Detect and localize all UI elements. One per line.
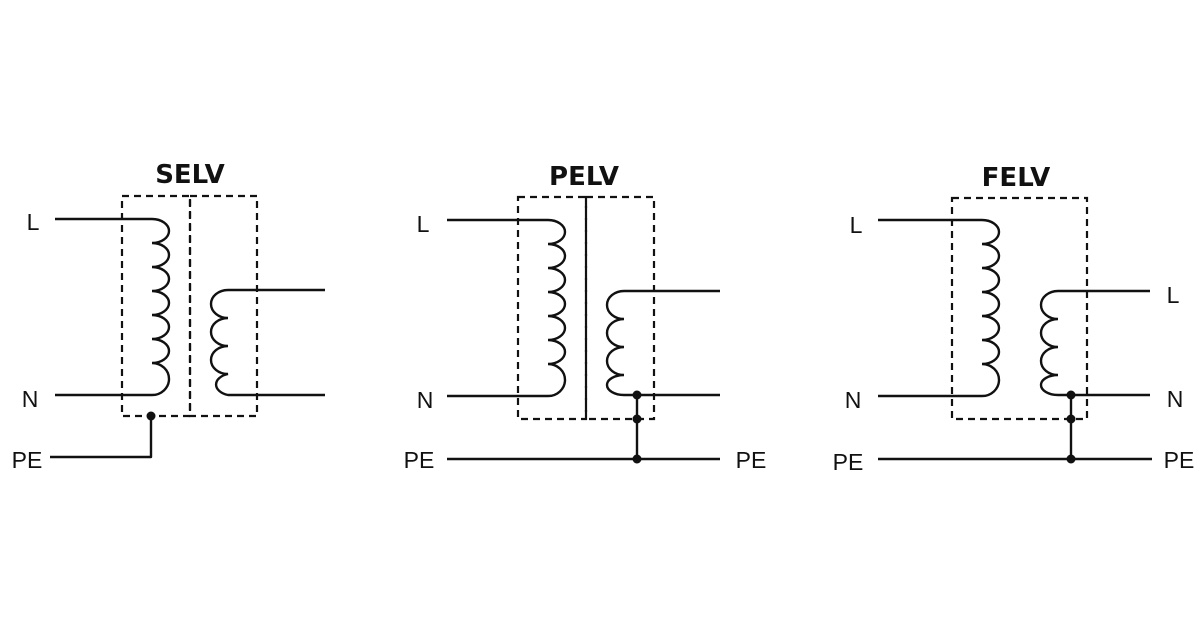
pelv-label-pe: PE: [404, 447, 435, 473]
selv-primary-box: [120, 194, 192, 418]
selv-secondary-box: [188, 194, 259, 418]
felv-label-pe-out: PE: [1164, 447, 1195, 473]
selv-label-l: L: [27, 209, 40, 235]
selv-pe-wire: [50, 416, 153, 459]
felv-label-l: L: [850, 212, 863, 238]
selv-label-n: N: [22, 386, 39, 412]
selv-label-pe: PE: [12, 447, 43, 473]
selv-earth-junction: [146, 411, 156, 421]
felv-neutral-junction: [1066, 390, 1076, 400]
pelv-secondary-coil: [605, 289, 720, 397]
felv-label-pe: PE: [833, 449, 864, 475]
pelv-label-l: L: [417, 211, 430, 237]
selv-primary-coil: [55, 217, 171, 397]
felv-label-n: N: [845, 387, 862, 413]
felv-title: FELV: [982, 163, 1051, 193]
pelv-secondary-box: [584, 195, 656, 421]
felv-box-junction: [1066, 414, 1076, 424]
selv-title: SELV: [155, 160, 225, 190]
pelv-box-junction: [632, 414, 642, 424]
pelv-primary-coil: [447, 218, 567, 398]
felv-diagram: FELV L N PE L N PE: [833, 163, 1195, 475]
pelv-title: PELV: [549, 162, 619, 192]
selv-diagram: SELV L N PE: [12, 160, 325, 473]
felv-label-l-out: L: [1167, 282, 1180, 308]
pelv-primary-box: [516, 195, 588, 421]
felv-label-n-out: N: [1167, 386, 1184, 412]
pelv-label-n: N: [417, 387, 434, 413]
pelv-pe-junction: [632, 454, 642, 464]
felv-secondary-coil: [1039, 289, 1150, 397]
pelv-neutral-junction: [632, 390, 642, 400]
felv-pe-junction: [1066, 454, 1076, 464]
pelv-diagram: PELV L N PE PE: [404, 162, 767, 473]
felv-box: [950, 196, 1089, 421]
selv-secondary-coil: [209, 288, 325, 397]
felv-primary-coil: [878, 218, 1001, 398]
pelv-label-pe-out: PE: [736, 447, 767, 473]
